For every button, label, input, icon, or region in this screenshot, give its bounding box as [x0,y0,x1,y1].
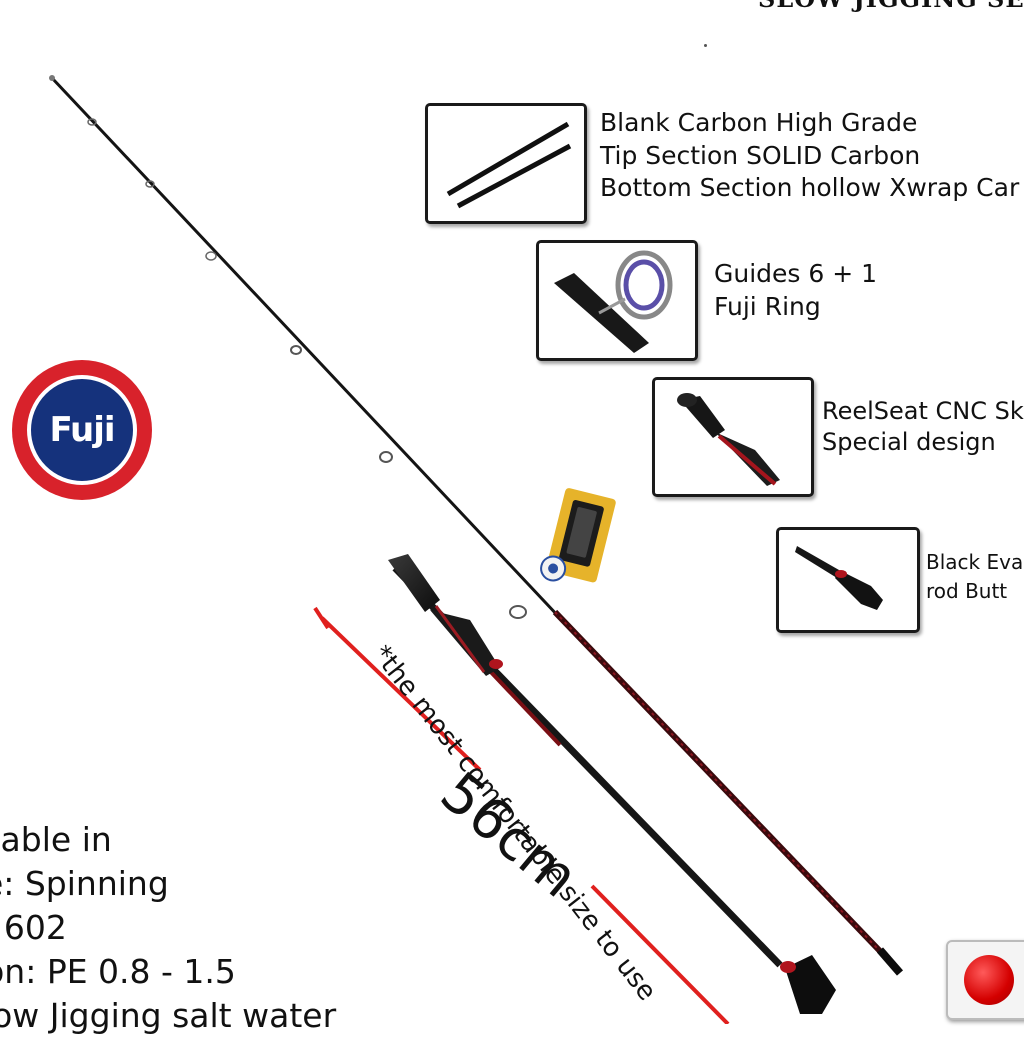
feature-line: rod Butt [926,579,1008,603]
feature-line: Bottom Section hollow Xwrap Car [600,173,1020,202]
carbon-blank-thumbnail [425,103,587,224]
rod-guides [87,118,527,619]
japan-flag-icon [946,940,1024,1020]
reel-seat-icon [677,393,780,486]
dust-speck [704,44,707,47]
feature-line: ReelSeat CNC Ske [822,397,1024,425]
specs-list: ailable in pe: Spinning e: 602 tion: PE … [0,818,336,1038]
rod-handle-section [388,554,836,1014]
fuji-logo-center: Fuji [27,375,137,485]
spec-line: pe: Spinning [0,864,169,903]
feature-carbon-blank-text: Blank Carbon High Grade Tip Section SOLI… [600,107,1019,205]
fuji-brand-badge: Fuji [12,360,152,500]
carbon-blank-icon [446,121,572,209]
feature-line: Blank Carbon High Grade [600,108,918,137]
lure-package-image [540,488,616,583]
page-title: SLOW JIGGING SE [758,0,1024,13]
feature-line: Black Eva [926,550,1024,574]
fishing-rod-blank [49,75,904,976]
reel-seat-thumbnail [652,377,814,497]
spec-line: e: 602 [0,908,67,947]
fuji-logo-text: Fuji [49,410,115,450]
spec-line: ailable in [0,820,112,859]
feature-rod-butt-text: Black Eva rod Butt [926,548,1023,606]
feature-reel-seat-text: ReelSeat CNC Ske Special design [822,396,1024,458]
feature-line: Guides 6 + 1 [714,259,878,288]
feature-line: Special design [822,428,996,457]
feature-line: Tip Section SOLID Carbon [600,140,921,170]
feature-guides-text: Guides 6 + 1 Fuji Ring [714,258,877,323]
spec-line: tion: PE 0.8 - 1.5 [0,952,236,991]
measurement-line [313,606,730,1024]
rod-butt-thumbnail [776,527,920,633]
rod-butt-icon [795,546,883,610]
flag-red-disc [964,955,1014,1005]
spec-line: Slow Jigging salt water [0,996,337,1035]
rod-guide-thumbnail [536,240,698,361]
rod-guide-icon [554,250,673,353]
feature-line: Fuji Ring [714,291,821,321]
